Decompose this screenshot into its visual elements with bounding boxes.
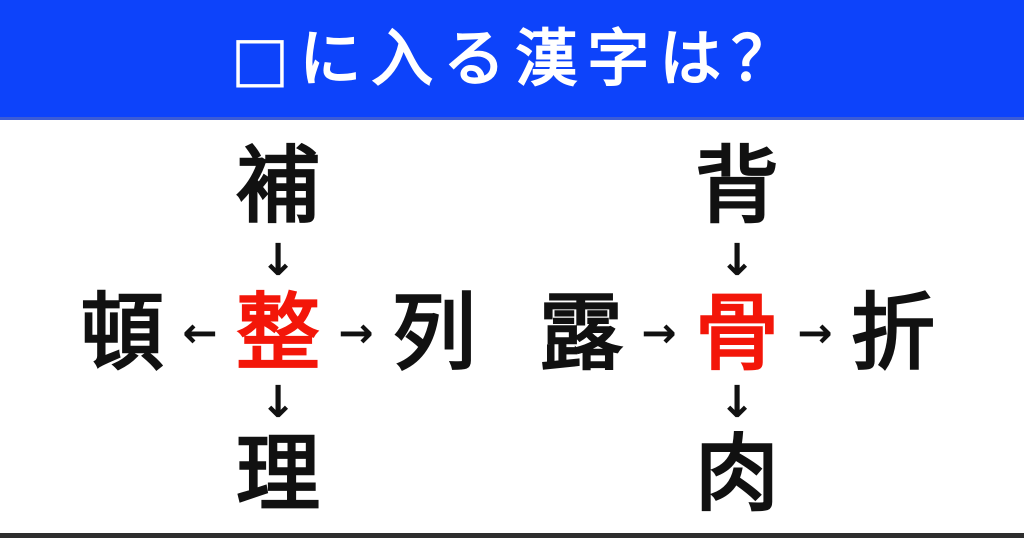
kanji-puzzle-right: 背 ↓ 露 → 骨 → 折 ↓ 肉: [517, 134, 957, 524]
arrow-down-icon: ↓: [259, 235, 297, 286]
kanji-top: 背: [694, 137, 779, 235]
kanji-bottom: 肉: [694, 425, 779, 523]
arrow-right-icon: →: [797, 308, 833, 357]
arrow-down-icon: ↓: [718, 377, 756, 428]
arrow-right-icon: →: [641, 308, 677, 357]
kanji-center-answer: 整: [235, 284, 320, 382]
kanji-right: 折: [851, 284, 936, 382]
quiz-title: □に入る漢字は？: [230, 21, 804, 95]
arrow-down-icon: ↓: [718, 235, 756, 286]
kanji-left: 頓: [79, 284, 164, 382]
arrow-down-icon: ↓: [259, 377, 297, 428]
bottom-edge-bar: [0, 533, 1024, 538]
kanji-puzzle-left: 補 ↓ 頓 ← 整 → 列 ↓ 理: [58, 134, 498, 524]
title-banner: □に入る漢字は？: [0, 0, 1024, 120]
kanji-bottom: 理: [235, 425, 320, 523]
kanji-center-answer: 骨: [694, 284, 779, 382]
kanji-left: 露: [538, 284, 623, 382]
kanji-top: 補: [235, 137, 320, 235]
kanji-right: 列: [392, 284, 477, 382]
arrow-right-icon: →: [338, 308, 374, 357]
arrow-left-icon: ←: [182, 308, 218, 357]
